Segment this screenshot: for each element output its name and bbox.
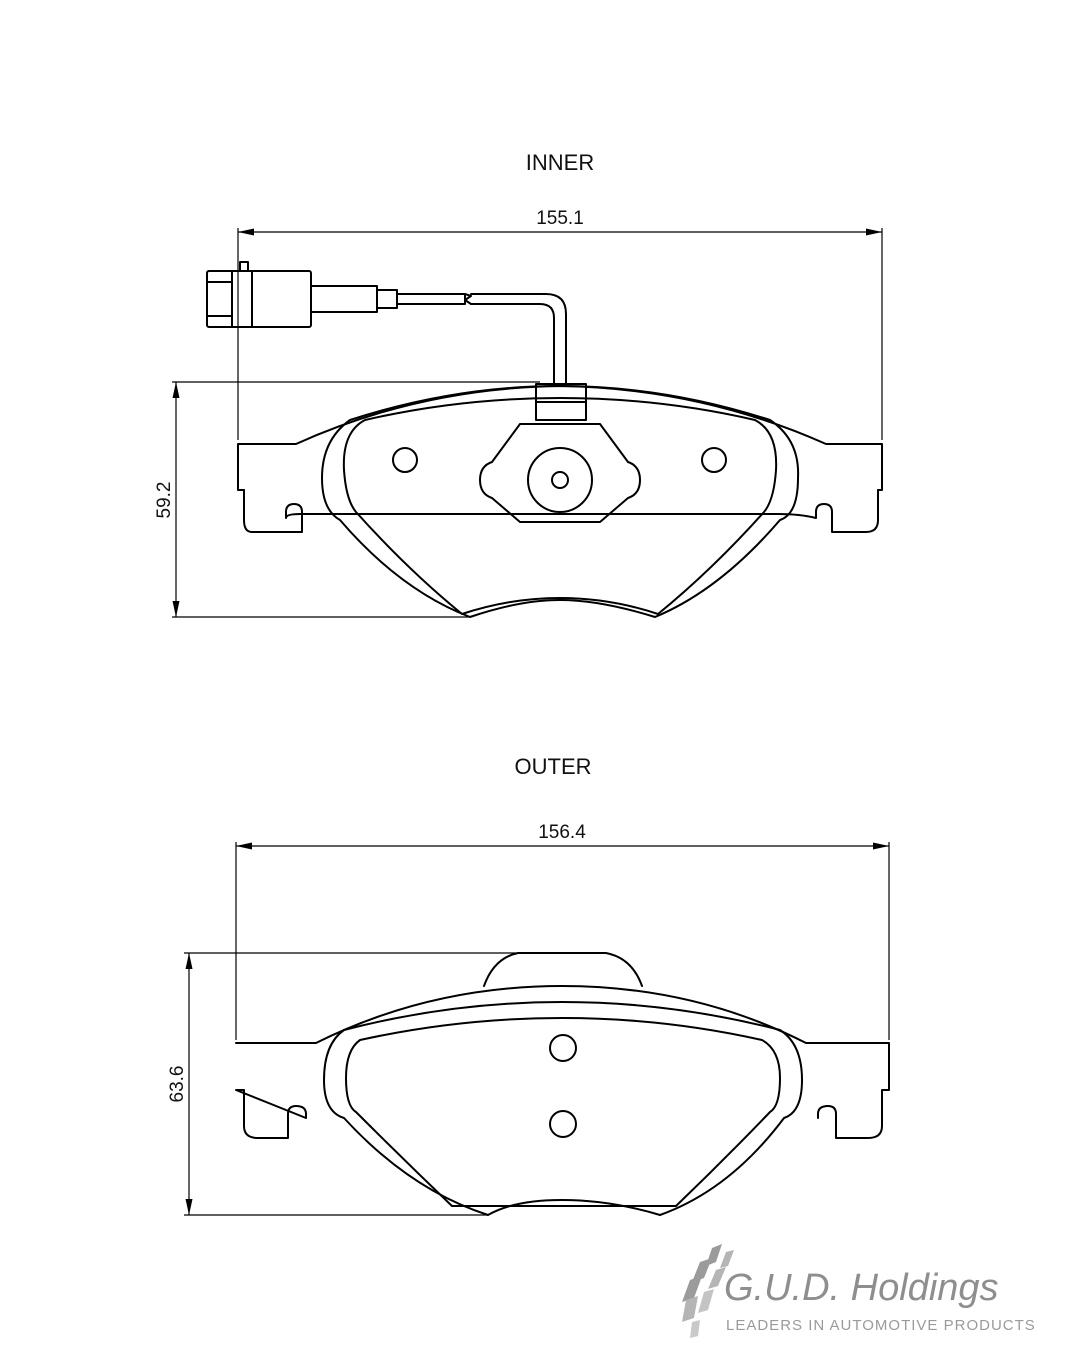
outer-top-hole — [549, 1034, 577, 1062]
gud-holdings-logo: G.U.D. Holdings LEADERS IN AUTOMOTIVE PR… — [682, 1244, 1036, 1338]
outer-label: OUTER — [515, 754, 592, 779]
inner-width-dimension: 155.1 — [237, 208, 883, 440]
inner-backing-plate — [237, 385, 883, 533]
outer-width-value: 156.4 — [538, 822, 586, 843]
wear-sensor-wire — [396, 293, 567, 385]
wear-sensor-connector — [206, 261, 398, 328]
outer-width-dimension: 156.4 — [235, 822, 890, 1040]
inner-label: INNER — [526, 150, 594, 175]
outer-height-value: 63.6 — [167, 1066, 188, 1103]
inner-pad-view: INNER 155.1 59.2 — [154, 150, 883, 618]
logo-name: G.U.D. Holdings — [724, 1267, 999, 1309]
outer-bottom-hole — [549, 1110, 577, 1138]
outer-pad-view: OUTER 156.4 63.6 — [167, 754, 890, 1216]
inner-height-dimension: 59.2 — [154, 381, 540, 618]
inner-left-hole — [392, 447, 418, 473]
inner-sensor-ring — [527, 447, 593, 513]
outer-top-tab — [483, 952, 643, 987]
inner-backing-ears — [243, 489, 879, 521]
inner-height-value: 59.2 — [154, 482, 175, 519]
logo-tagline: LEADERS IN AUTOMOTIVE PRODUCTS — [726, 1317, 1036, 1334]
outer-height-dimension: 63.6 — [167, 952, 606, 1216]
inner-right-hole — [701, 447, 727, 473]
inner-friction-material — [342, 397, 778, 615]
outer-friction-material — [345, 1017, 781, 1207]
outer-backing-plate — [235, 985, 890, 1139]
inner-width-value: 155.1 — [536, 208, 584, 229]
logo-mark-icon — [682, 1244, 734, 1338]
outer-friction-outline — [323, 1001, 803, 1216]
inner-sensor-hole — [551, 471, 569, 489]
inner-sensor-seat — [479, 423, 641, 523]
inner-friction-outline — [321, 385, 800, 618]
